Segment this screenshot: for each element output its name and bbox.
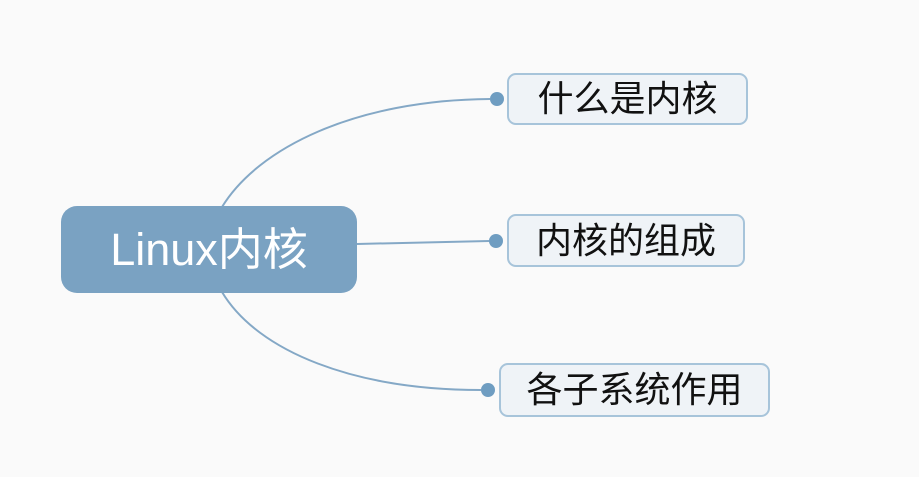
connector-dot-child-2: [489, 234, 503, 248]
connector-root-to-child-2: [356, 240, 490, 245]
child-node-label: 内核的组成: [535, 219, 716, 261]
root-node-label: Linux内核: [110, 224, 308, 275]
child-node-label: 什么是内核: [537, 78, 718, 119]
child-node-subsystem-roles[interactable]: 各子系统作用: [499, 363, 770, 417]
connector-dot-child-1: [490, 92, 504, 106]
connector-root-to-child-3: [221, 291, 482, 391]
child-node-what-is-kernel[interactable]: 什么是内核: [507, 73, 748, 125]
connector-dot-child-3: [481, 383, 495, 397]
connector-root-to-child-1: [221, 98, 491, 208]
child-node-kernel-composition[interactable]: 内核的组成: [507, 214, 745, 267]
child-node-label: 各子系统作用: [526, 369, 743, 410]
root-node-linux-kernel[interactable]: Linux内核: [61, 206, 357, 293]
